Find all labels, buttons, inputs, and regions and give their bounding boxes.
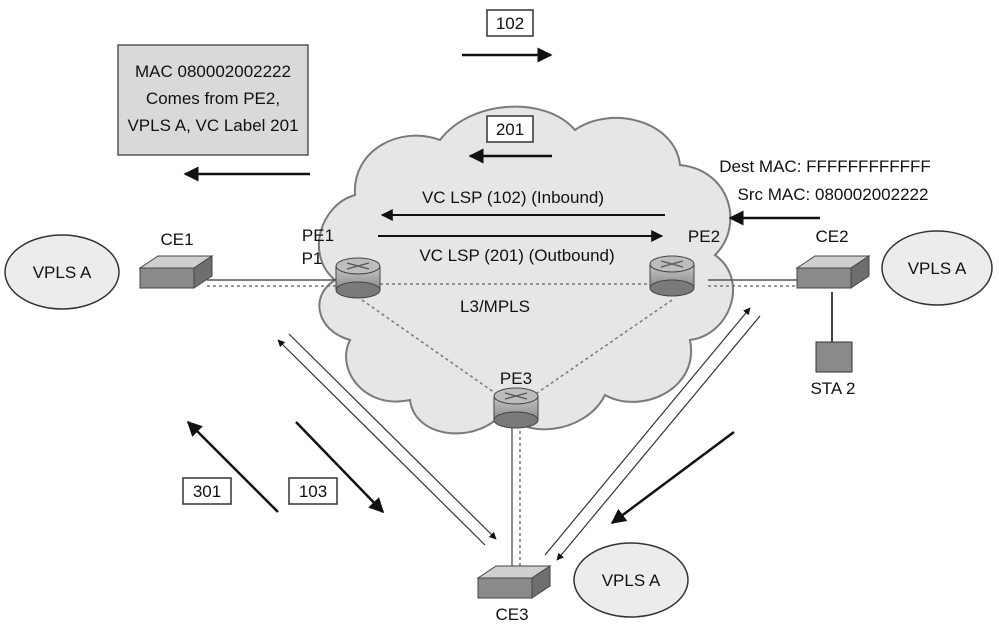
pe3-label: PE3 xyxy=(500,369,532,388)
info-box-line-2: Comes from PE2, xyxy=(146,89,280,108)
info-box xyxy=(117,44,309,156)
label-103: 103 xyxy=(299,482,327,501)
pe1-label: PE1 xyxy=(302,226,334,245)
pw-ce3-pe2-a xyxy=(544,307,751,556)
ce3-label: CE3 xyxy=(495,605,528,624)
pe3-router-icon xyxy=(493,387,539,429)
pw-ce3-pe1-b xyxy=(288,333,497,540)
pe1-router-icon xyxy=(335,257,381,299)
info-box-line-1: MAC 080002002222 xyxy=(135,62,291,81)
ce2-label: CE2 xyxy=(815,227,848,246)
ce2-switch-icon xyxy=(795,255,871,289)
lsp-inbound-label: VC LSP (102) (Inbound) xyxy=(422,188,604,207)
mpls-cloud xyxy=(318,105,734,435)
lsp-outbound-label: VC LSP (201) (Outbound) xyxy=(419,246,614,265)
label-103-box xyxy=(288,477,338,505)
vpls-site-left-label: VPLS A xyxy=(33,263,92,282)
ce3-switch-icon xyxy=(476,565,552,599)
sta2-label: STA 2 xyxy=(810,379,855,398)
pe2-router-icon xyxy=(649,255,695,297)
vpls-site-bottom xyxy=(573,542,689,618)
pw-ce3-pe2-b xyxy=(556,315,761,561)
sta2-workstation-icon xyxy=(815,341,853,373)
vpls-site-right xyxy=(881,230,993,306)
label-102-box xyxy=(486,9,534,37)
core-label: L3/MPLS xyxy=(460,297,530,316)
arrow-into-ce3 xyxy=(610,430,735,525)
label-301: 301 xyxy=(193,482,221,501)
pw-ce3-pe1-a xyxy=(277,339,486,546)
label-301-box xyxy=(182,477,232,505)
info-box-line-3: VPLS A, VC Label 201 xyxy=(127,116,298,135)
arrow-301-up xyxy=(186,420,279,513)
src-mac-label: Src MAC: 080002002222 xyxy=(738,185,929,204)
ce1-switch-icon xyxy=(138,255,214,289)
vpls-site-bottom-label: VPLS A xyxy=(602,571,661,590)
vpls-site-left xyxy=(4,234,120,310)
vpls-site-right-label: VPLS A xyxy=(908,259,967,278)
ce1-label: CE1 xyxy=(160,230,193,249)
p1-label: P1 xyxy=(302,249,323,268)
label-201: 201 xyxy=(496,120,524,139)
dest-mac-label: Dest MAC: FFFFFFFFFFFF xyxy=(719,157,931,176)
pe2-label: PE2 xyxy=(688,227,720,246)
label-102: 102 xyxy=(496,14,524,33)
arrow-103-down xyxy=(295,421,385,514)
label-201-box xyxy=(486,115,534,143)
